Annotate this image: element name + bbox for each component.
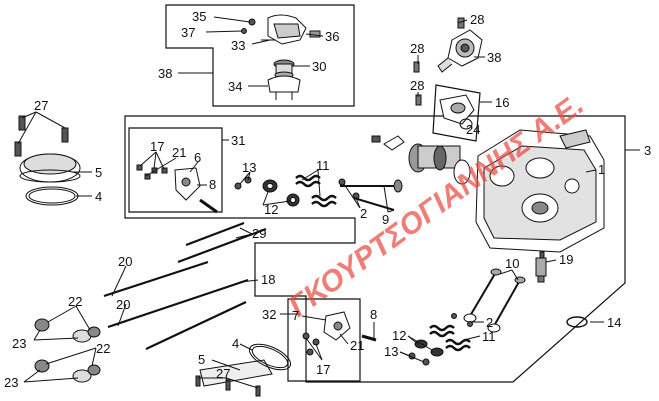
callout-32: 32: [262, 307, 276, 322]
callout-35: 35: [192, 9, 206, 24]
callout-12-top: 12: [264, 202, 278, 217]
callout-22-bottom: 22: [96, 341, 110, 356]
callout-36: 36: [325, 29, 339, 44]
callout-31: 31: [231, 133, 245, 148]
callout-6: 6: [194, 150, 201, 165]
frame-thermostat-group: [165, 4, 355, 107]
callout-3: 3: [644, 143, 651, 158]
callout-8-top: 8: [209, 177, 216, 192]
cylinder-head-cover-part: [19, 153, 81, 183]
callout-37: 37: [181, 25, 195, 40]
callout-11-bottom: 11: [482, 329, 496, 344]
o-ring-part: [566, 316, 588, 328]
callout-19: 19: [559, 252, 573, 267]
cylinder-studs-parts: [103, 221, 267, 350]
frame-rocker-group-lower: [287, 298, 361, 382]
lower-cover-parts: [195, 343, 292, 397]
callout-24: 24: [466, 122, 480, 137]
cylinder-head-part: [475, 129, 605, 253]
callout-16: 16: [495, 95, 509, 110]
callout-38-left: 38: [158, 66, 172, 81]
valve-springs-lower-parts: [408, 313, 473, 366]
camshaft-part: [371, 135, 471, 185]
callout-23-bottom: 23: [4, 375, 18, 390]
callout-22-top: 22: [68, 294, 82, 309]
callout-29: 29: [252, 226, 266, 241]
callout-13-bottom: 13: [384, 344, 398, 359]
thermostat-housing-part: [241, 14, 321, 45]
callout-20-bottom: 20: [116, 297, 130, 312]
leader-lines: [17, 16, 640, 389]
callout-12-bottom: 12: [392, 328, 406, 343]
parts: [14, 14, 605, 397]
callout-21-bottom: 21: [350, 338, 364, 353]
bolt-27-parts: [14, 115, 69, 157]
spark-plug-part: [535, 251, 547, 283]
frame-intake-pipe: [432, 84, 481, 142]
callout-28-mid: 28: [410, 41, 424, 56]
callout-27-top: 27: [34, 98, 48, 113]
intake-pipe-part: [439, 94, 475, 130]
callout-27-bottom: 27: [216, 366, 230, 381]
thermostat-assembly-part: [437, 17, 483, 73]
callout-9: 9: [382, 212, 389, 227]
callout-5-bottom: 5: [198, 352, 205, 367]
callout-23-top: 23: [12, 336, 26, 351]
callout-4-top: 4: [95, 189, 102, 204]
callout-38-right: 38: [487, 50, 501, 65]
thermostat-part: [273, 59, 295, 79]
callout-2-top: 2: [360, 206, 367, 221]
callout-14: 14: [607, 315, 621, 330]
valves-parts: [463, 268, 526, 333]
callout-labels: 35 37 33 36 38 30 34 28 28 38 28 16 24 2…: [4, 9, 651, 390]
callout-2-bottom: 2: [486, 315, 493, 330]
cover-gasket-part: [25, 186, 79, 206]
callout-33: 33: [231, 38, 245, 53]
group-frames: [124, 4, 626, 383]
callout-28-top: 28: [470, 12, 484, 27]
callout-4-bottom: 4: [232, 336, 239, 351]
callout-17-bottom: 17: [316, 362, 330, 377]
callout-8-bottom: 8: [370, 307, 377, 322]
callout-20-top: 20: [118, 254, 132, 269]
frame-rocker-group-upper: [128, 127, 223, 213]
callout-11-top: 11: [316, 158, 330, 173]
callout-5-top: 5: [95, 165, 102, 180]
callout-30: 30: [312, 59, 326, 74]
callout-7: 7: [292, 308, 299, 323]
callout-18: 18: [261, 272, 275, 287]
nuts-washers-parts: [34, 318, 101, 383]
callout-1: 1: [598, 162, 605, 177]
callout-21-top: 21: [172, 145, 186, 160]
callout-13-top: 13: [242, 160, 256, 175]
callout-17-top: 17: [150, 139, 164, 154]
rocker-arm-lower-part: [302, 311, 377, 356]
frame-cylinder-head-group: [124, 115, 626, 383]
rocker-arm-upper-part: [136, 164, 218, 214]
callout-10: 10: [505, 256, 519, 271]
callout-34: 34: [228, 79, 242, 94]
callout-28-low: 28: [410, 78, 424, 93]
thermostat-cover-part: [267, 75, 301, 100]
